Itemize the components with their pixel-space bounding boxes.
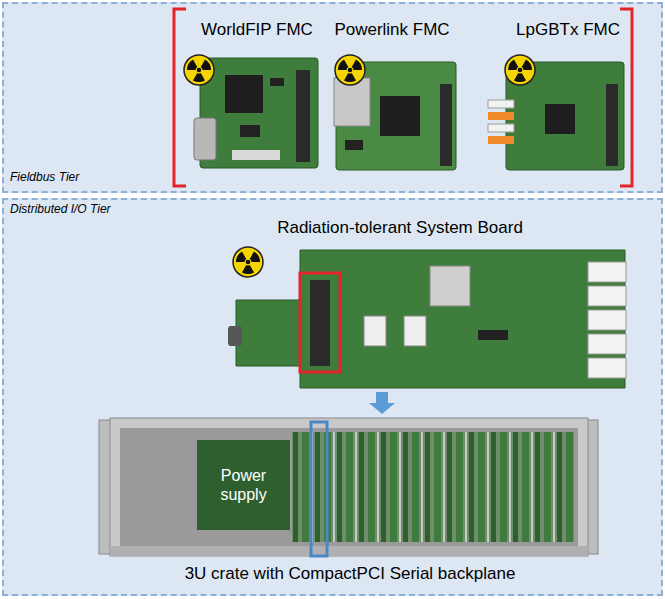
block-label: Power supply	[211, 466, 276, 504]
connector	[364, 316, 386, 346]
fmc-card: WorldFIP FMC	[188, 18, 328, 172]
tier-panel: Fieldbus Tier WorldFIP FMCPowerlink FMC Lp…	[2, 2, 663, 193]
flow-arrow	[369, 392, 395, 414]
radiation-symbol	[184, 55, 214, 85]
connector	[404, 316, 426, 346]
fiber-connector	[488, 100, 514, 108]
power-jack	[228, 326, 242, 346]
tier-panel-fill	[2, 198, 663, 596]
part-title: 3U crate with CompactPCI Serial backplan…	[100, 564, 600, 584]
header	[232, 150, 280, 160]
tier-label: Fieldbus Tier	[10, 170, 210, 184]
crate	[99, 418, 598, 556]
io-connector	[588, 310, 626, 330]
fiber-connector	[488, 124, 514, 132]
io-connector	[588, 286, 626, 306]
chip	[430, 266, 470, 306]
fmc-connector	[296, 70, 310, 162]
component	[345, 140, 363, 150]
chip	[545, 104, 575, 134]
bracket	[174, 9, 186, 186]
io-connector	[588, 358, 626, 378]
power-supply-block	[197, 440, 290, 530]
db9-connector	[194, 118, 216, 160]
system-board: Radiation-tolerant System Board	[228, 216, 632, 392]
tier-label: Distributed I/O Tier	[10, 202, 210, 216]
crate: 3U crate with CompactPCI Serial backplan…	[100, 414, 602, 592]
fmc-connector	[310, 280, 330, 366]
radiation-symbol	[505, 55, 535, 85]
part-title: LpGBTx FMC	[500, 20, 636, 40]
chip	[380, 96, 420, 136]
radiation-symbol	[335, 55, 365, 85]
highlight-box	[300, 273, 340, 372]
tier-panel-fill	[2, 2, 663, 193]
crate-interior	[120, 428, 578, 546]
highlight-box	[311, 422, 327, 556]
fmc-card: Powerlink FMC	[328, 18, 458, 172]
io-connector	[588, 262, 626, 282]
crate-rail	[110, 546, 588, 556]
pcb	[236, 250, 625, 388]
component	[270, 78, 284, 86]
component	[478, 330, 508, 340]
fiber-connector	[488, 136, 514, 144]
fmc-card: LpGBTx FMC	[500, 18, 638, 172]
part-title: WorldFIP FMC	[188, 20, 326, 40]
system-board	[228, 250, 626, 388]
power-supply: Power supply	[197, 440, 290, 530]
fiber-connector	[488, 112, 514, 120]
part-title: Radiation-tolerant System Board	[228, 218, 572, 238]
backplane-slots	[292, 432, 574, 542]
fmc-connector	[440, 84, 452, 166]
fmc-connector	[606, 84, 618, 166]
tier-panel: Distributed I/O TierRadiation-tolerant S…	[2, 198, 663, 596]
pcb	[200, 58, 318, 168]
io-connector	[588, 334, 626, 354]
component	[240, 125, 260, 137]
radiation-symbol	[233, 247, 263, 277]
chip	[225, 75, 263, 113]
part-title: Powerlink FMC	[328, 20, 456, 40]
crate-frame	[110, 418, 588, 556]
